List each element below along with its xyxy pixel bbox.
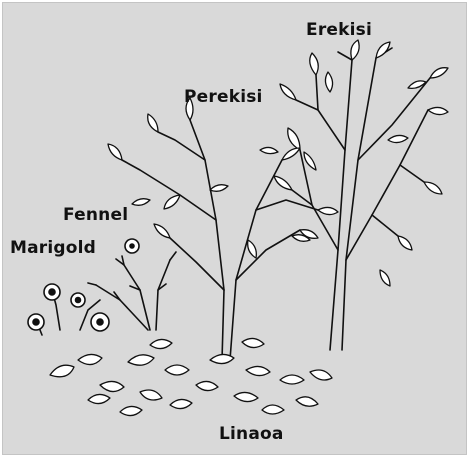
label-linaoa: Linaoa [219, 424, 284, 444]
erekisi-plant [292, 48, 430, 350]
linaoa-ground-cover [50, 338, 332, 415]
label-erekisi: Erekisi [306, 20, 372, 40]
label-marigold: Marigold [10, 238, 96, 258]
label-fennel: Fennel [63, 205, 128, 225]
perekisi-leaves [108, 98, 338, 258]
erekisi-leaves [274, 40, 448, 286]
marigold-plant [28, 284, 109, 335]
label-perekisi: Perekisi [184, 87, 263, 107]
